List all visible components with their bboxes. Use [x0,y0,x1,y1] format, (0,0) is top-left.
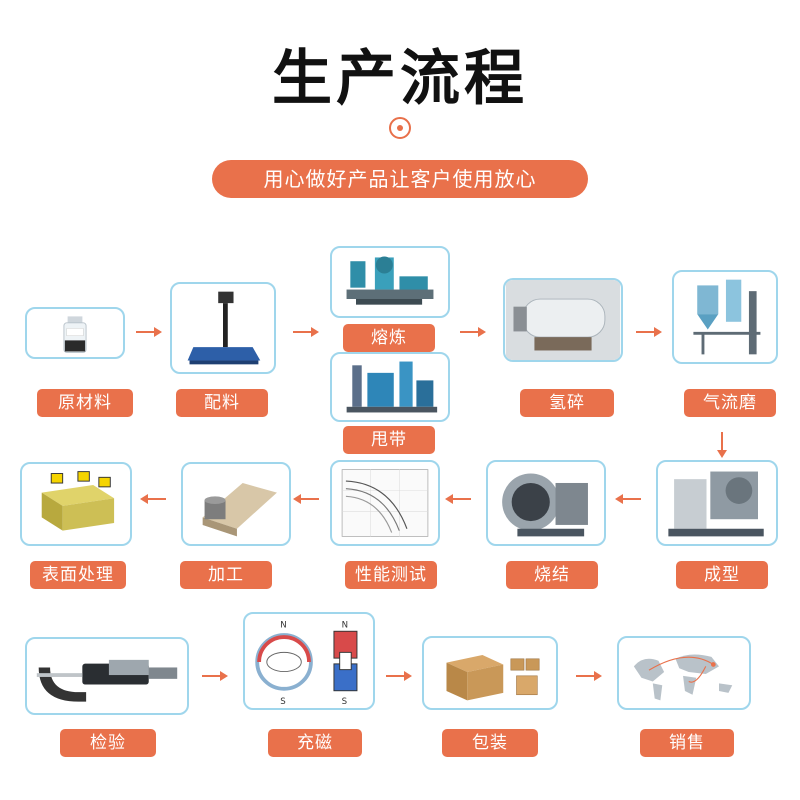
step-label-magnetizing: 充磁 [268,729,362,757]
step-label-hydrogen-crushing: 氢碎 [520,389,614,417]
batching-image [170,282,276,374]
step-label-raw-material: 原材料 [37,389,133,417]
magnetic-poles-icon: N S N S [245,614,373,708]
performance-test-image [330,460,440,546]
sintering-furnace-icon [488,462,604,544]
arrow-left-icon [140,493,166,505]
step-label-sintering: 烧结 [506,561,598,589]
coated-magnet-icon [22,464,130,544]
arrow-right-icon [576,670,602,682]
magnet-block-icon [183,464,289,544]
world-map-icon [619,638,749,708]
bottle-icon [27,309,123,357]
strip-casting-image [330,352,450,422]
step-label-forming: 成型 [676,561,768,589]
jet-milling-image [672,270,778,364]
furnace-icon [332,248,448,316]
hydrogen-furnace-icon [505,280,621,360]
step-label-packaging: 包装 [442,729,538,757]
arrow-down-icon [716,432,728,458]
arrow-left-icon [445,493,471,505]
sales-image [617,636,751,710]
surface-treatment-image [20,462,132,546]
hydrogen-crushing-image [503,278,623,362]
machining-image [181,462,291,546]
arrow-right-icon [636,326,662,338]
step-label-batching: 配料 [176,389,268,417]
step-label-smelting: 熔炼 [343,324,435,352]
micrometer-icon [27,639,187,713]
step-label-inspection: 检验 [60,729,156,757]
north-pole-label: N [280,620,286,630]
curve-chart-icon [332,462,438,544]
north-pole-label: N [342,620,348,630]
inspection-image [25,637,189,715]
step-label-surface-treatment: 表面处理 [30,561,126,589]
forming-image [656,460,778,546]
packaging-image [422,636,558,710]
south-pole-label: S [280,697,285,707]
step-label-performance-test: 性能测试 [345,561,437,589]
jet-mill-icon [674,272,776,362]
smelting-image [330,246,450,318]
arrow-right-icon [293,326,319,338]
arrow-left-icon [615,493,641,505]
target-icon [389,117,411,139]
arrow-left-icon [293,493,319,505]
arrow-right-icon [386,670,412,682]
raw-material-image [25,307,125,359]
south-pole-label: S [342,697,347,707]
arrow-right-icon [202,670,228,682]
press-icon [658,462,776,544]
arrow-right-icon [460,326,486,338]
step-label-machining: 加工 [180,561,272,589]
arrow-right-icon [136,326,162,338]
magnetizing-image: N S N S [243,612,375,710]
slogan-banner: 用心做好产品让客户使用放心 [212,160,588,198]
step-label-strip-casting: 甩带 [343,426,435,454]
cardboard-box-icon [424,638,556,708]
page-title: 生产流程 [0,30,800,117]
scale-icon [172,284,274,372]
strip-caster-icon [332,354,448,420]
step-label-jet-milling: 气流磨 [684,389,776,417]
sintering-image [486,460,606,546]
step-label-sales: 销售 [640,729,734,757]
